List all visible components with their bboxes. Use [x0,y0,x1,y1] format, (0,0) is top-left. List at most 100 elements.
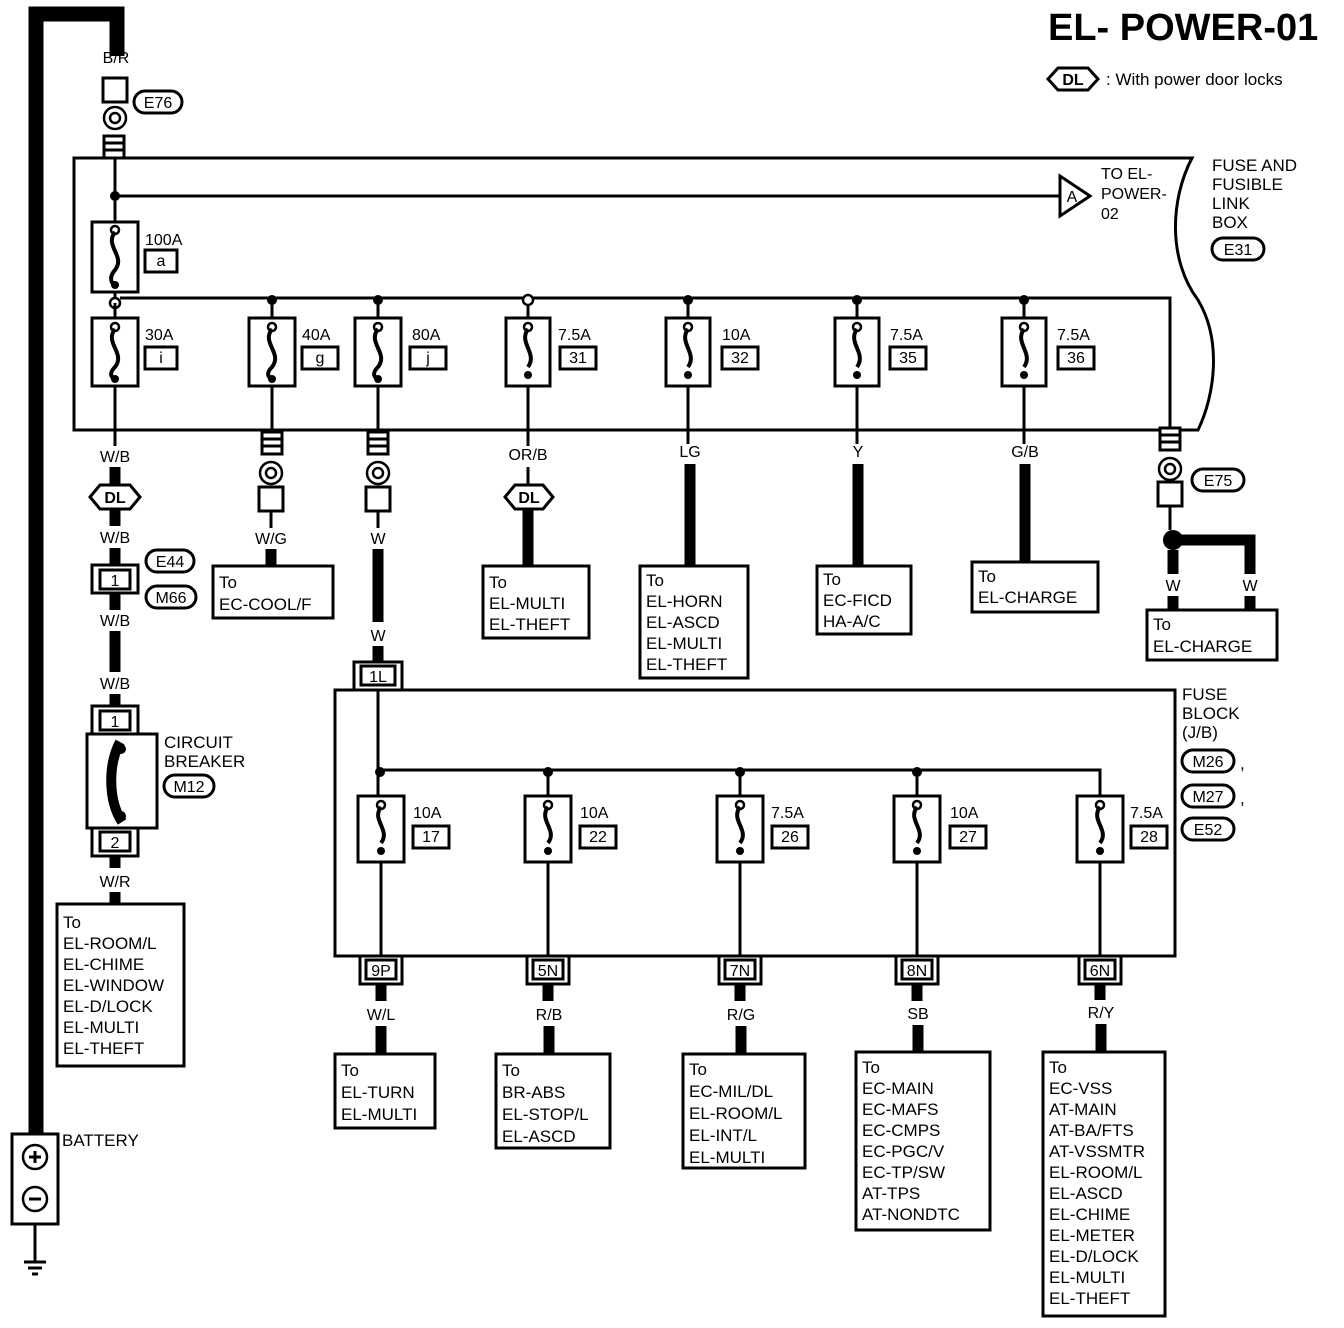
fuse-32 [664,295,712,430]
fuse-id-22: 22 [589,829,607,846]
svg-text:M12: M12 [173,779,204,796]
fuse-rating-35: 7.5A [890,327,923,344]
connector-e76-badge: E76 [132,89,184,115]
svg-text:EL-ROOM/L: EL-ROOM/L [1049,1163,1143,1182]
svg-text:EL-CHARGE: EL-CHARGE [1153,637,1252,656]
svg-text:EC-COOL/F: EC-COOL/F [219,595,312,614]
connector-7n: 7N [717,954,763,986]
to-el-power-02-line-3: 02 [1101,206,1119,223]
svg-text:E31: E31 [1224,242,1253,259]
connector-e44-badge: E44 [144,548,196,574]
svg-text:EL-ROOM/L: EL-ROOM/L [63,934,157,953]
destination-box-26: To EC-MIL/DL EL-ROOM/L EL-INT/L EL-MULTI [681,1052,807,1170]
svg-text:EL-CHIME: EL-CHIME [63,955,144,974]
fuse-id-j: j [425,350,430,367]
fuse-block-separator-2: , [1240,789,1245,808]
fuse-17 [356,794,406,956]
svg-text:EL-THEFT: EL-THEFT [1049,1289,1130,1308]
connector-5n: 5N [525,954,571,986]
fuse-id-32: 32 [731,350,749,367]
svg-text:1: 1 [111,573,120,590]
fuse-block-label-3: (J/B) [1182,723,1218,742]
svg-text:AT-NONDTC: AT-NONDTC [862,1205,960,1224]
svg-text:5N: 5N [538,963,558,980]
svg-text:To: To [978,567,996,586]
link-box-label-2: FUSIBLE [1212,175,1283,194]
svg-text:EL-HORN: EL-HORN [646,592,723,611]
svg-text:EL-WINDOW: EL-WINDOW [63,976,164,995]
connector-m26-badge: M26 [1180,748,1236,774]
svg-text:EC-MAFS: EC-MAFS [862,1100,939,1119]
svg-text:EC-MAIN: EC-MAIN [862,1079,934,1098]
fusible-link-100a [90,220,140,294]
connector-e31-badge: E31 [1210,236,1266,262]
destination-box-31: To EL-MULTI EL-THEFT [481,564,591,640]
fuse-id-17: 17 [422,829,440,846]
svg-text:To: To [502,1061,520,1080]
wire-color-w-g: W/G [255,531,287,548]
svg-text:EL-THEFT: EL-THEFT [63,1039,144,1058]
fuse-id-a: a [157,253,166,270]
fuse-block-label-1: FUSE [1182,685,1227,704]
fuse-rating-30a: 30A [145,327,174,344]
destination-box-27: To EC-MAIN EC-MAFS EC-CMPS EC-PGC/V EC-T… [854,1050,992,1232]
svg-text:EL-MULTI: EL-MULTI [689,1148,765,1167]
svg-text:1L: 1L [369,669,387,686]
svg-text:To: To [1153,615,1171,634]
svg-text:EC-TP/SW: EC-TP/SW [862,1163,945,1182]
circuit-breaker-label-2: BREAKER [164,752,245,771]
svg-text:EL-D/LOCK: EL-D/LOCK [1049,1247,1139,1266]
svg-text:M26: M26 [1192,754,1223,771]
fuse-27 [892,767,942,956]
svg-text:M27: M27 [1192,789,1223,806]
fuse-22 [523,767,573,956]
svg-text:EL-D/LOCK: EL-D/LOCK [63,997,153,1016]
svg-text:AT-VSSMTR: AT-VSSMTR [1049,1142,1145,1161]
fuse-36 [1000,295,1048,430]
connector-e75-badge: E75 [1190,467,1246,493]
destination-box-36: To EL-CHARGE [970,560,1100,614]
fuse-id-35: 35 [899,350,917,367]
svg-text:HA-A/C: HA-A/C [823,612,881,631]
connector-m27-badge: M27 [1180,783,1236,809]
wire-color-w-b-2: W/B [100,530,130,547]
to-el-power-02-marker: A [1058,173,1093,219]
svg-text:EC-FICD: EC-FICD [823,591,892,610]
fuse-35 [833,295,881,430]
fusible-link-box-outline [72,156,1215,432]
battery-lead [28,6,125,1134]
fuse-id-28: 28 [1140,829,1158,846]
connector-m12-badge: M12 [162,773,216,799]
link-box-label-1: FUSE AND [1212,156,1297,175]
connector-e52-badge: E52 [1180,816,1236,842]
diagram-title: EL- POWER-01 [1048,7,1318,49]
svg-text:7N: 7N [730,963,750,980]
wire-color-lg: LG [679,444,700,461]
wire-color-g-b: G/B [1011,444,1039,461]
destination-box-28: To EC-VSS AT-MAIN AT-BA/FTS AT-VSSMTR EL… [1041,1050,1167,1318]
connector-6n: 6N [1077,954,1123,986]
wire-color-r-b: R/B [536,1007,563,1024]
svg-text:EL-TURN: EL-TURN [341,1083,415,1102]
svg-text:EL-MULTI: EL-MULTI [646,634,722,653]
destination-box-22: To BR-ABS EL-STOP/L EL-ASCD [494,1052,612,1150]
wire-color-y: Y [853,444,864,461]
svg-text:EL-THEFT: EL-THEFT [646,655,727,674]
svg-text:To: To [823,570,841,589]
svg-text:AT-MAIN: AT-MAIN [1049,1100,1117,1119]
svg-text:E76: E76 [144,95,173,112]
fusible-link-40a [247,295,297,430]
svg-text:9P: 9P [371,963,391,980]
svg-text:BR-ABS: BR-ABS [502,1083,565,1102]
svg-text:EL-CHARGE: EL-CHARGE [978,588,1077,607]
svg-text:E75: E75 [1204,473,1233,490]
svg-text:DL: DL [104,490,126,507]
svg-text:DL: DL [518,490,540,507]
to-el-power-02-line-1: TO EL- [1101,166,1152,183]
circuit-breaker-label-1: CIRCUIT [164,733,233,752]
svg-text:EL-CHIME: EL-CHIME [1049,1205,1130,1224]
svg-text:1: 1 [111,714,120,731]
svg-text:EL-MULTI: EL-MULTI [489,594,565,613]
fuse-rating-31: 7.5A [558,327,591,344]
